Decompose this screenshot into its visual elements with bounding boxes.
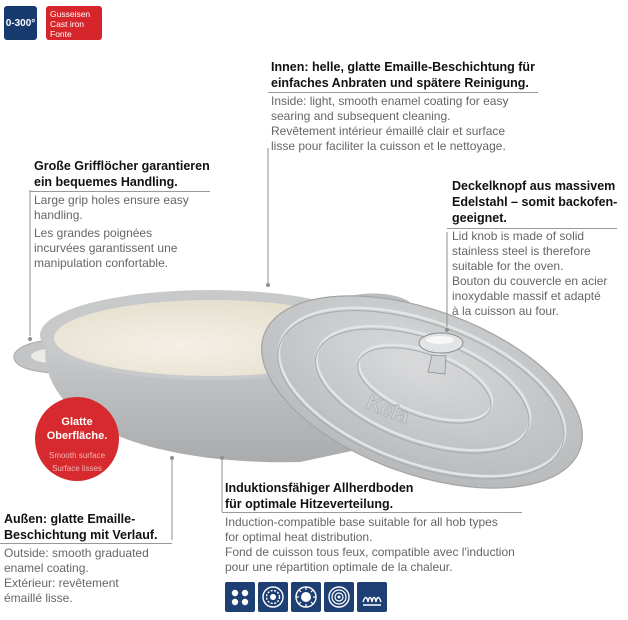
knob-de: Deckelknopf aus massivem Edelstahl – som… xyxy=(452,179,618,225)
temperature-badge: 0-300° xyxy=(4,6,37,40)
callout-base: Induktionsfähiger Allherdboden für optim… xyxy=(225,480,565,575)
halogen-hob-icon xyxy=(324,582,354,612)
ceramic-hob-icon xyxy=(258,582,288,612)
outside-en: Outside: smooth graduated enamel coating… xyxy=(4,546,149,575)
outside-fr: Extérieur: revêtement émaillé lisse. xyxy=(4,576,119,605)
knob-en: Lid knob is made of solid stainless stee… xyxy=(452,229,591,273)
lid-knob xyxy=(418,332,464,375)
inside-fr: Revêtement intérieur émaillé clair et su… xyxy=(271,124,506,153)
inside-en: Inside: light, smooth enamel coating for… xyxy=(271,94,509,123)
surface-fr: Surface lisses xyxy=(52,464,102,473)
material-badge: Gusseisen Cast iron Fonte xyxy=(46,6,102,40)
callout-outside: Außen: glatte Emaille- Beschichtung mit … xyxy=(4,511,204,606)
handles-fr: Les grandes poignées incurvées garantiss… xyxy=(34,226,178,270)
smooth-surface-badge: Glatte Oberfläche. Smooth surface Surfac… xyxy=(35,397,119,481)
material-fr: Fonte xyxy=(50,29,72,39)
callout-knob: Deckelknopf aus massivem Edelstahl – som… xyxy=(452,178,628,319)
inside-de: Innen: helle, glatte Emaille-Beschichtun… xyxy=(271,60,535,90)
base-en: Induction-compatible base suitable for a… xyxy=(225,515,498,544)
base-de: Induktionsfähiger Allherdboden für optim… xyxy=(225,481,414,511)
outside-de: Außen: glatte Emaille- Beschichtung mit … xyxy=(4,512,158,542)
base-fr: Fond de cuisson tous feux, compatible av… xyxy=(225,545,515,574)
knob-fr: Bouton du couvercle en acier inoxydable … xyxy=(452,274,608,318)
surface-en: Smooth surface xyxy=(48,451,106,460)
hob-type-icons xyxy=(225,582,387,612)
surface-de: Glatte Oberfläche. xyxy=(46,416,108,442)
callout-inside: Innen: helle, glatte Emaille-Beschichtun… xyxy=(271,59,571,154)
material-en: Cast iron xyxy=(50,19,85,29)
electric-hob-icon xyxy=(225,582,255,612)
gas-hob-icon xyxy=(291,582,321,612)
induction-hob-icon xyxy=(357,582,387,612)
material-de: Gusseisen xyxy=(50,9,91,19)
handles-de: Große Grifflöcher garantieren ein bequem… xyxy=(34,159,210,189)
handles-en: Large grip holes ensure easy handling. xyxy=(34,193,189,222)
callout-handles: Große Grifflöcher garantieren ein bequem… xyxy=(34,158,254,271)
temperature-label: 0-300° xyxy=(5,17,36,29)
